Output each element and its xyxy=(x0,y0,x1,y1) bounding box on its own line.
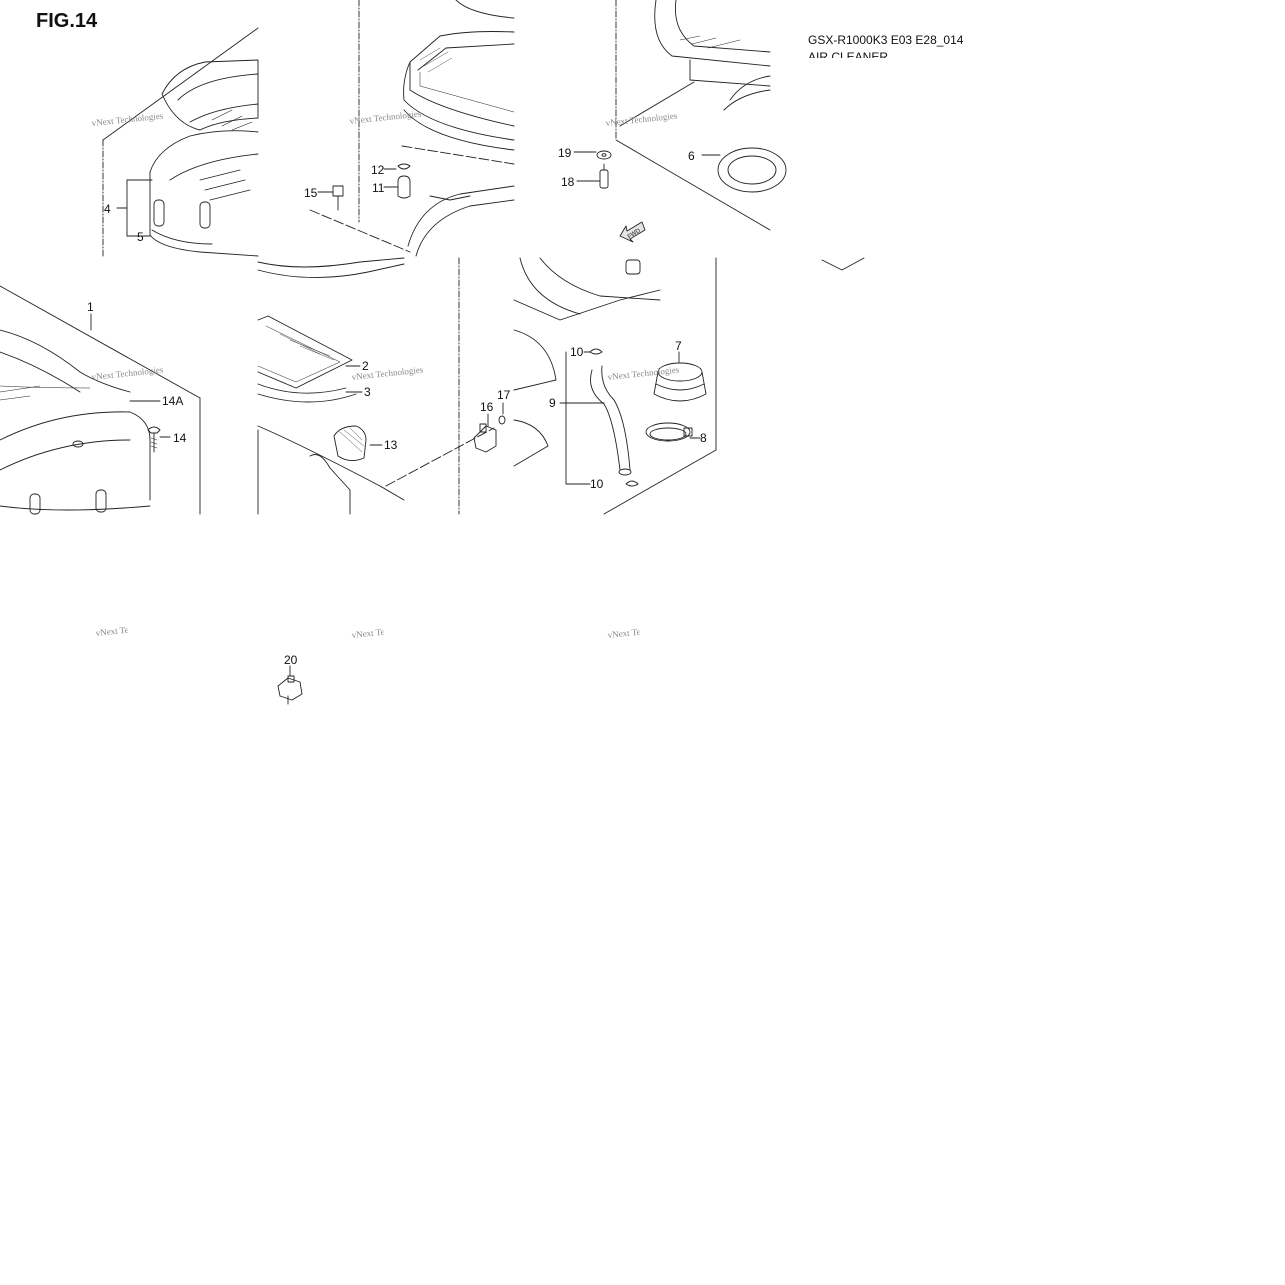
watermark-fragment: vNext Technologies xyxy=(351,622,424,640)
watermark-fragment: vNext Technologies xyxy=(95,620,168,638)
callout-10-lower: 10 xyxy=(590,477,604,491)
callout-17: 17 xyxy=(497,388,511,402)
figure-number: FIG.14 xyxy=(36,10,98,32)
callout-10-upper: 10 xyxy=(570,345,584,359)
callout-8: 8 xyxy=(700,431,707,445)
callout-11: 11 xyxy=(372,181,385,195)
callout-19: 19 xyxy=(558,146,572,160)
callout-14: 14 xyxy=(173,431,187,445)
watermark-fragment: vNext Technologies xyxy=(607,622,680,640)
callout-5: 5 xyxy=(137,230,144,244)
fwd-arrow-icon xyxy=(619,221,646,243)
callout-2: 2 xyxy=(362,359,369,373)
callout-18: 18 xyxy=(561,175,575,189)
callout-6: 6 xyxy=(688,149,695,163)
callout-13: 13 xyxy=(384,438,398,452)
callout-9: 9 xyxy=(549,396,556,410)
watermark: vNext Technologies xyxy=(91,364,164,382)
tile-cover-top xyxy=(102,27,259,257)
leader-9 xyxy=(559,351,605,485)
callout-15: 15 xyxy=(304,186,318,200)
callout-16: 16 xyxy=(480,400,494,414)
model-code: GSX-R1000K3 E03 E28_014 xyxy=(808,33,964,47)
callout-1: 1 xyxy=(87,300,94,314)
leader-4 xyxy=(116,179,153,237)
callout-7: 7 xyxy=(675,339,682,353)
watermark: vNext Technologies xyxy=(91,110,164,128)
part-20-sensor xyxy=(277,675,303,705)
tile-filter-lower xyxy=(257,257,506,515)
watermark: vNext Technologies xyxy=(349,108,422,126)
callout-20: 20 xyxy=(284,653,298,667)
callout-labels: 4 5 15 12 11 19 18 6 1 14A 14 2 3 13 16 … xyxy=(87,146,707,667)
callout-4: 4 xyxy=(104,202,111,216)
callout-14a: 14A xyxy=(162,394,183,408)
watermark: vNext Technologies xyxy=(607,364,680,382)
watermark-fragments: vNext Technologies vNext Technologies vN… xyxy=(95,620,680,640)
tile-hose-assembly xyxy=(513,257,717,515)
tile-filter-top xyxy=(309,0,515,257)
callout-12: 12 xyxy=(371,163,385,177)
diagram-title: AIR CLEANER xyxy=(808,50,889,58)
watermarks: vNext Technologies vNext Technologies vN… xyxy=(91,108,680,382)
tile-housing-sensor xyxy=(596,0,787,231)
callout-3: 3 xyxy=(364,385,371,399)
tile-cover-lower xyxy=(0,285,201,515)
